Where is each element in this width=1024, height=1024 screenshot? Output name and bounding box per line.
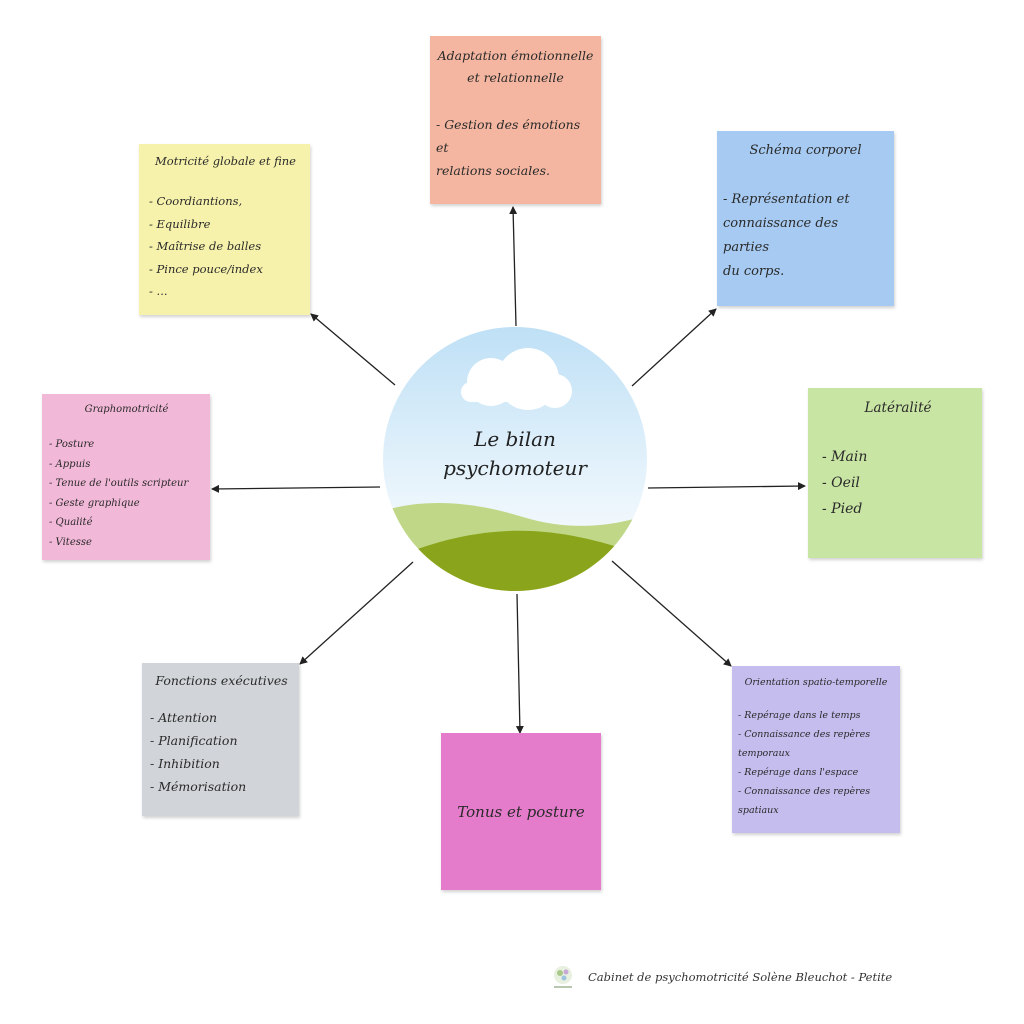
arrow-to-tonus <box>515 593 524 734</box>
hub-title: Le bilan psychomoteur <box>383 425 647 483</box>
note-motricite-title: Motricité globale et fine <box>155 154 296 168</box>
note-schema-title: Schéma corporel <box>749 143 862 158</box>
list-item: - Repérage dans l'espace <box>738 767 859 778</box>
list-item: - Coordiantions, <box>149 194 243 208</box>
list-item: - Pince pouce/index <box>149 261 263 276</box>
list-item: - Vitesse <box>49 536 92 548</box>
list-item: - Repérage dans le temps <box>738 710 861 721</box>
list-item: - Planification <box>150 733 238 748</box>
list-item: - ... <box>149 284 168 298</box>
note-schema: Schéma corporel - Représentation et conn… <box>717 131 894 306</box>
list-item: - Mémorisation <box>150 779 247 794</box>
list-item: - Gestion des émotions et <box>436 117 581 155</box>
list-item: - Représentation et <box>723 192 850 207</box>
note-orientation: Orientation spatio-temporelle - Repérage… <box>732 666 900 833</box>
list-item: temporaux <box>738 748 790 759</box>
note-adaptation-title-line1: Adaptation émotionnelle <box>437 48 594 63</box>
cloud-icon <box>461 348 572 410</box>
list-item: spatiaux <box>738 805 779 816</box>
arrow-to-fonctions <box>299 561 414 665</box>
list-item: - Inhibition <box>150 756 220 771</box>
note-tonus-title: Tonus et posture <box>457 802 585 821</box>
note-fonctions-title: Fonctions exécutives <box>155 673 288 688</box>
list-item: - Equilibre <box>149 216 211 231</box>
list-item: - Maîtrise de balles <box>149 239 262 253</box>
arrow-to-schema <box>631 308 717 387</box>
note-adaptation-items: - Gestion des émotions et relations soci… <box>436 113 595 182</box>
note-motricite: Motricité globale et fine - Coordiantion… <box>139 144 310 315</box>
arrow-to-lateralite <box>647 482 806 491</box>
hub-title-line1: Le bilan <box>474 427 556 451</box>
list-item: du corps. <box>723 264 785 279</box>
note-graphomotricite-items: - Posture - Appuis - Tenue de l'outils s… <box>49 435 204 552</box>
list-item: connaissance des parties <box>723 216 839 255</box>
list-item: - Pied <box>822 501 863 517</box>
arrow-to-motricite <box>310 313 396 386</box>
note-motricite-items: - Coordiantions, - Equilibre - Maîtrise … <box>149 190 302 303</box>
list-item: - Connaissance des repères <box>738 729 871 740</box>
note-lateralite-items: - Main - Oeil - Pied <box>822 444 974 522</box>
note-graphomotricite: Graphomotricité - Posture - Appuis - Ten… <box>42 394 210 560</box>
cabinet-logo-icon <box>554 966 572 988</box>
note-orientation-title: Orientation spatio-temporelle <box>744 677 888 688</box>
note-adaptation: Adaptation émotionnelle et relationnelle… <box>430 36 601 204</box>
note-lateralite: Latéralité - Main - Oeil - Pied <box>808 388 982 558</box>
list-item: - Appuis <box>49 458 91 470</box>
note-tonus: Tonus et posture <box>441 733 601 890</box>
list-item: - Qualité <box>49 517 93 528</box>
list-item: - Connaissance des repères <box>738 786 871 797</box>
list-item: - Oeil <box>822 475 860 491</box>
list-item: - Main <box>822 449 868 465</box>
list-item: - Tenue de l'outils scripteur <box>49 478 189 489</box>
arrow-to-orientation <box>611 560 732 667</box>
note-schema-items: - Représentation et connaissance des par… <box>723 188 888 284</box>
note-lateralite-title: Latéralité <box>864 400 932 416</box>
hub-illustration <box>383 327 647 591</box>
note-orientation-items: - Repérage dans le temps - Connaissance … <box>738 706 894 820</box>
note-graphomotricite-title: Graphomotricité <box>84 404 169 415</box>
list-item: - Posture <box>49 439 95 450</box>
hub-title-line2: psychomoteur <box>443 456 587 480</box>
list-item: - Geste graphique <box>49 497 140 509</box>
list-item: - Attention <box>150 710 218 725</box>
note-fonctions-items: - Attention - Planification - Inhibition… <box>150 706 293 798</box>
list-item: relations sociales. <box>436 163 550 178</box>
arrow-to-adaptation <box>509 206 518 327</box>
note-adaptation-title-line2: et relationnelle <box>467 70 564 85</box>
footer-text: Cabinet de psychomotricité Solène Bleuch… <box>588 970 893 984</box>
note-fonctions: Fonctions exécutives - Attention - Plani… <box>142 663 299 816</box>
arrow-to-graphomotricite <box>211 484 381 493</box>
footer: Cabinet de psychomotricité Solène Bleuch… <box>548 960 892 994</box>
